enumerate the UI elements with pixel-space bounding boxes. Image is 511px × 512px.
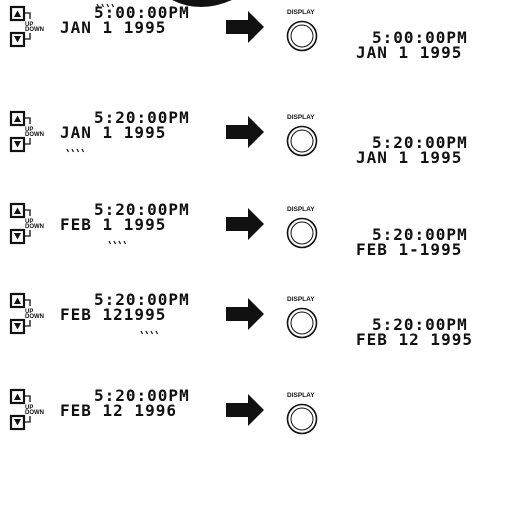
display-button[interactable] [286, 403, 318, 435]
display-button[interactable] [286, 217, 318, 249]
display-button-ring [290, 407, 314, 431]
blink-tick [76, 148, 80, 153]
blink-tick [71, 148, 75, 153]
down-label: DOWN [25, 27, 44, 33]
up-arrow-icon [14, 207, 21, 214]
display-button-ring [290, 24, 314, 48]
down-leader-line [24, 230, 31, 237]
blink-tick [108, 240, 112, 245]
down-leader-line [24, 416, 31, 423]
blink-tick [155, 330, 159, 335]
up-label: UP [25, 405, 33, 411]
after-time-display: 5:20:00PM [372, 225, 468, 244]
cropped-top-shape [172, 0, 232, 7]
up-label: UP [25, 22, 33, 28]
down-arrow-icon [14, 323, 21, 330]
display-label: DISPLAY [287, 206, 315, 213]
up-arrow-icon [14, 393, 21, 400]
up-leader-line [24, 395, 31, 402]
after-date-display: FEB 1-1995 [356, 240, 462, 259]
blink-tick [111, 3, 115, 8]
after-date-display: FEB 12 1995 [356, 330, 473, 349]
up-leader-line [24, 12, 31, 19]
before-date-display: JAN 1 1995 [60, 18, 166, 37]
display-label: DISPLAY [287, 114, 315, 121]
blink-tick [96, 3, 100, 8]
blink-tick [81, 148, 85, 153]
down-arrow-icon [14, 419, 21, 426]
blink-tick [140, 330, 144, 335]
before-date-display: FEB 121995 [60, 305, 166, 324]
display-label: DISPLAY [287, 392, 315, 399]
display-button[interactable] [286, 125, 318, 157]
right-arrow-icon [226, 116, 264, 148]
blink-tick [150, 330, 154, 335]
up-arrow-icon [14, 10, 21, 17]
blink-tick [106, 3, 110, 8]
up-label: UP [25, 309, 33, 315]
before-time-display: 5:00:00PM [94, 3, 190, 22]
right-arrow-icon [226, 208, 264, 240]
right-arrow-icon [226, 394, 264, 426]
down-label: DOWN [25, 224, 44, 230]
after-date-display: JAN 1 1995 [356, 43, 462, 62]
down-leader-line [24, 33, 31, 40]
after-time-display: 5:00:00PM [372, 28, 468, 47]
display-button-ring [290, 311, 314, 335]
down-arrow-icon [14, 233, 21, 240]
up-leader-line [24, 209, 31, 216]
right-arrow-icon [226, 11, 264, 43]
after-date-display: JAN 1 1995 [356, 148, 462, 167]
before-time-display: 5:20:00PM [94, 386, 190, 405]
before-time-display: 5:20:00PM [94, 290, 190, 309]
display-label: DISPLAY [287, 296, 315, 303]
down-label: DOWN [25, 132, 44, 138]
display-button[interactable] [286, 307, 318, 339]
display-label: DISPLAY [287, 9, 315, 16]
display-button[interactable] [286, 20, 318, 52]
up-label: UP [25, 127, 33, 133]
blink-tick [123, 240, 127, 245]
blink-tick [113, 240, 117, 245]
right-arrow-icon [226, 298, 264, 330]
up-arrow-icon [14, 297, 21, 304]
before-time-display: 5:20:00PM [94, 200, 190, 219]
down-arrow-icon [14, 36, 21, 43]
blink-tick [66, 148, 70, 153]
blink-tick [145, 330, 149, 335]
down-label: DOWN [25, 314, 44, 320]
before-time-display: 5:20:00PM [94, 108, 190, 127]
up-leader-line [24, 117, 31, 124]
before-date-display: FEB 1 1995 [60, 215, 166, 234]
display-button-ring [290, 129, 314, 153]
up-leader-line [24, 299, 31, 306]
down-leader-line [24, 138, 31, 145]
after-time-display: 5:20:00PM [372, 315, 468, 334]
before-date-display: JAN 1 1995 [60, 123, 166, 142]
after-time-display: 5:20:00PM [372, 133, 468, 152]
blink-tick [118, 240, 122, 245]
up-label: UP [25, 219, 33, 225]
blink-tick [101, 3, 105, 8]
down-label: DOWN [25, 410, 44, 416]
down-arrow-icon [14, 141, 21, 148]
down-leader-line [24, 320, 31, 327]
before-date-display: FEB 12 1996 [60, 401, 177, 420]
display-button-ring [290, 221, 314, 245]
up-arrow-icon [14, 115, 21, 122]
